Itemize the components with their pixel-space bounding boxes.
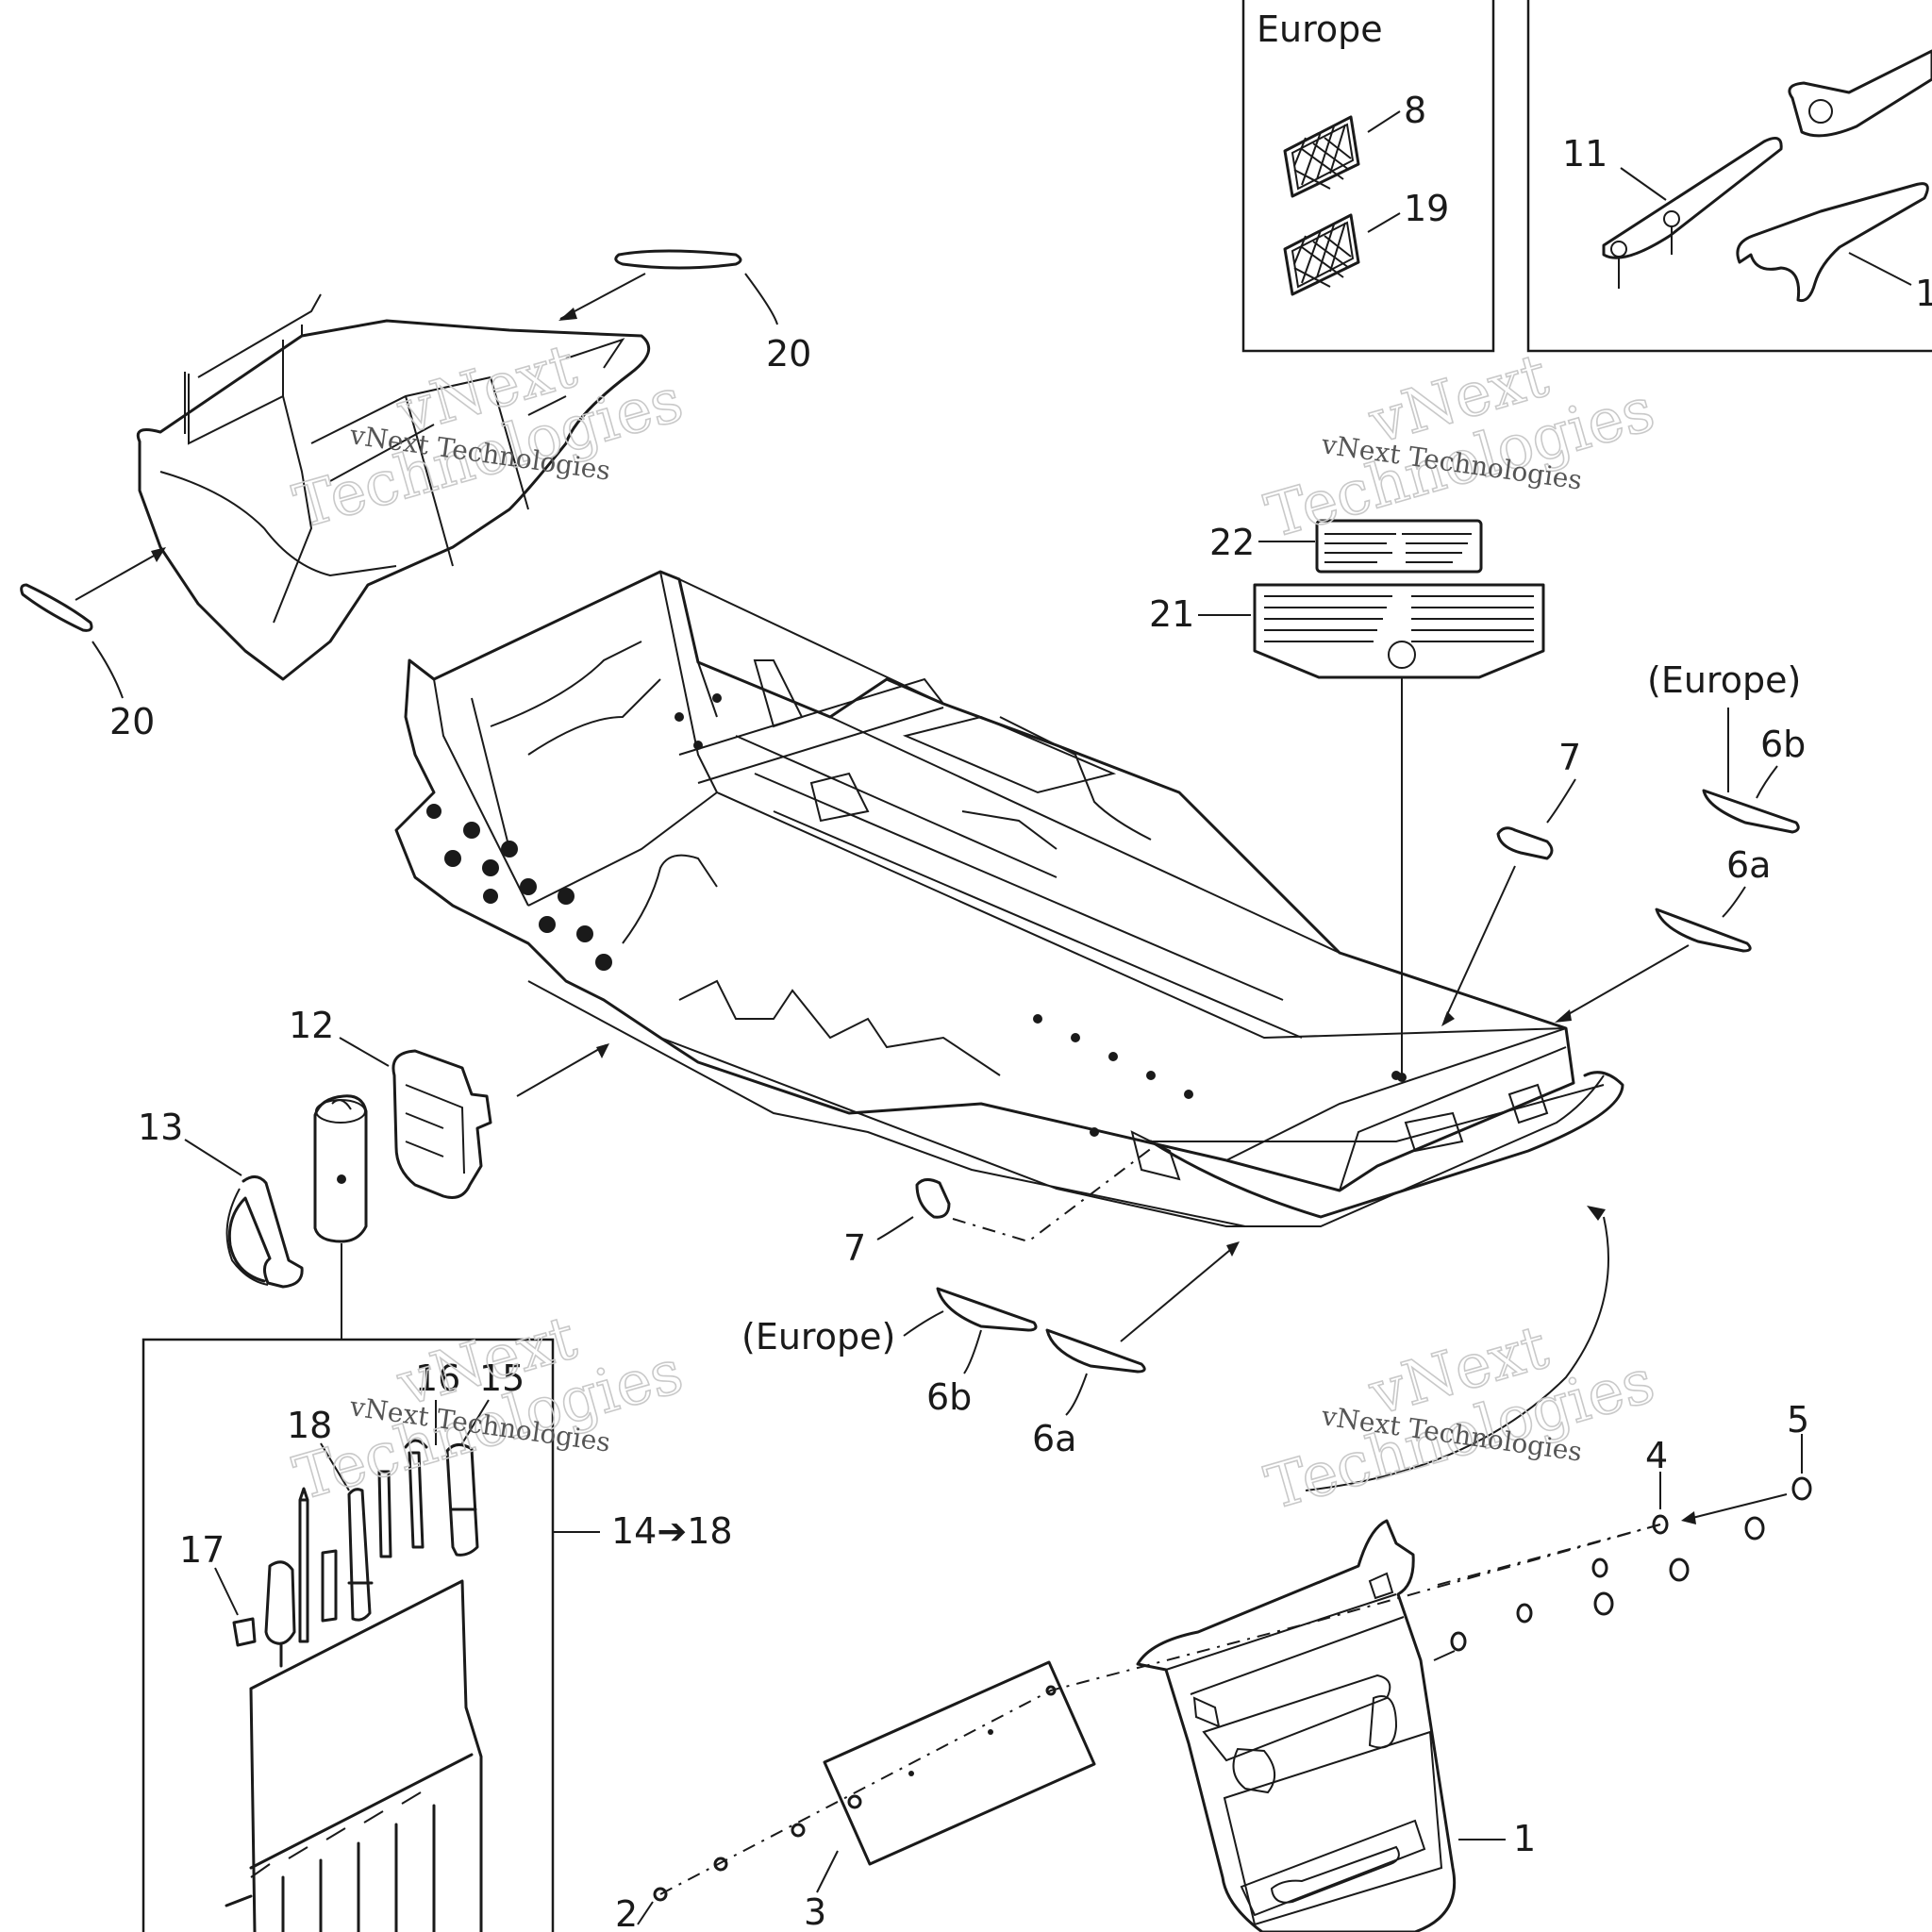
callout-4: 4 <box>1645 1435 1668 1476</box>
callout-6b-bottom: 6b <box>926 1376 972 1418</box>
callout-2: 2 <box>615 1893 638 1932</box>
callout-8: 8 <box>1404 90 1426 131</box>
toolbox-holder-12 <box>391 1049 492 1199</box>
fasteners-5 <box>1593 1476 1812 1616</box>
fastener-7-top <box>1496 826 1554 860</box>
europe-inset-box: Europe 8 19 <box>1241 0 1495 353</box>
strap-13 <box>225 1175 304 1289</box>
watermark-bottom-right: vNext Technologies vNext Technologies <box>1257 1311 1662 1524</box>
decal-6b-bottom <box>936 1287 1038 1332</box>
wrench-16 <box>404 1439 428 1549</box>
frame-holes <box>426 693 1401 1137</box>
callout-6a-bottom: 6a <box>1032 1418 1076 1459</box>
callout-18: 18 <box>287 1405 332 1446</box>
callout-6a-right: 6a <box>1726 844 1771 886</box>
europe-right-label: (Europe) <box>1647 659 1801 701</box>
decal-6b-right <box>1702 789 1800 834</box>
socket-18 <box>347 1488 374 1622</box>
rear-bumper <box>1149 1071 1624 1219</box>
tool-pouch <box>225 1579 483 1932</box>
callout-20-top: 20 <box>766 333 811 375</box>
trim-strip-20-left <box>20 583 93 632</box>
callout-21: 21 <box>1149 593 1194 635</box>
fasteners-4 <box>1450 1514 1669 1652</box>
rear-flap-1 <box>1136 1519 1457 1932</box>
decal-6a-bottom <box>1045 1328 1146 1374</box>
tools-inset-box: 11 1 <box>1526 0 1932 353</box>
console-part <box>136 293 651 681</box>
plate-3 <box>823 1660 1096 1866</box>
callout-20-left: 20 <box>109 701 155 742</box>
screwdriver-17 <box>264 1560 296 1668</box>
chassis-frame <box>394 570 1605 1227</box>
decal-22 <box>1315 519 1483 574</box>
callout-13: 13 <box>138 1107 183 1148</box>
decal-6a-right <box>1655 908 1752 953</box>
spanner-upper <box>1788 49 1932 138</box>
callout-3: 3 <box>804 1891 826 1932</box>
callout-7-bottom: 7 <box>843 1227 866 1269</box>
callout-5: 5 <box>1787 1399 1809 1441</box>
watermark-bottom-left: vNext Technologies vNext Technologies <box>286 1302 691 1515</box>
clip-17 <box>232 1617 257 1647</box>
rivets-2 <box>653 1685 1057 1902</box>
callout-15: 15 <box>479 1357 525 1399</box>
decal-19 <box>1283 213 1360 296</box>
tool-kit-box: 14➔18 <box>142 1338 733 1932</box>
fastener-7-bottom <box>915 1178 951 1219</box>
tool-container <box>313 1094 368 1243</box>
callout-22: 22 <box>1209 522 1255 563</box>
screwdriver-handle <box>298 1487 309 1643</box>
callout-11: 11 <box>1562 133 1607 175</box>
callout-10-partial: 1 <box>1915 273 1932 314</box>
callout-7-top: 7 <box>1558 737 1581 778</box>
wrench-11 <box>1602 136 1783 289</box>
socket-15 <box>445 1443 479 1557</box>
decal-21 <box>1253 583 1545 679</box>
callout-6b-right: 6b <box>1760 724 1806 765</box>
tool-bit <box>321 1549 338 1623</box>
watermark-top-left: vNext Technologies vNext Technologies <box>286 330 691 543</box>
callout-17: 17 <box>179 1529 225 1571</box>
callout-19: 19 <box>1404 188 1449 229</box>
extension-bar <box>377 1470 392 1558</box>
europe-bottom-label: (Europe) <box>741 1316 895 1357</box>
callout-1: 1 <box>1513 1818 1536 1859</box>
callout-12: 12 <box>289 1005 334 1046</box>
spanner-lower <box>1736 182 1929 303</box>
europe-box-label: Europe <box>1257 8 1383 50</box>
callout-16: 16 <box>415 1357 460 1399</box>
callout-14-18: 14➔18 <box>611 1510 733 1552</box>
trim-strip-20-top <box>614 249 742 270</box>
decal-8 <box>1283 115 1360 198</box>
